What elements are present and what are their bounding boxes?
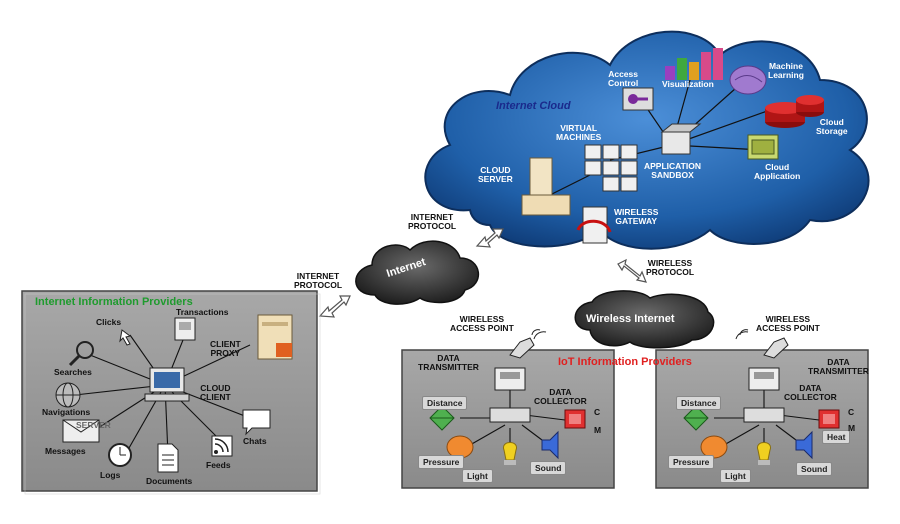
iot-right-light-label: Light (720, 469, 751, 483)
iot-right-sound-label: Sound (796, 462, 833, 476)
iot-right-data-transmitter-label: DATA TRANSMITTER (808, 357, 869, 376)
iot-right-m-label: M (848, 423, 856, 433)
documents-label: Documents (146, 476, 193, 486)
cloud-storage-label: Cloud Storage (816, 117, 848, 136)
wireless-gateway-label: WIRELESS GATEWAY (614, 207, 659, 226)
internet-protocol-left-label: INTERNET PROTOCOL (294, 271, 343, 290)
visualization-icon (665, 48, 723, 80)
cloud-storage-icon (765, 95, 824, 128)
client-proxy-icon (257, 314, 293, 360)
iot-left-m-label: M (594, 425, 602, 435)
access-control-icon (622, 87, 654, 111)
clicks-label: Clicks (96, 317, 122, 327)
searches-icon (68, 341, 94, 367)
internet-protocol-top-label: INTERNET PROTOCOL (408, 212, 457, 231)
access-control-label: Access Control (608, 69, 639, 88)
iot-left-distance-label: Distance (422, 396, 468, 410)
iot-providers-title: IoT Information Providers (558, 356, 692, 368)
application-sandbox-icon (660, 123, 702, 155)
cloud-client-label: CLOUD CLIENT (200, 383, 231, 402)
server-label: SERVER (76, 420, 111, 430)
logs-icon (108, 443, 132, 467)
cloud-server-icon (521, 157, 571, 216)
machine-learning-label: Machine Learning (768, 61, 804, 80)
iot-right-c-label: C (848, 407, 855, 417)
feeds-icon (211, 435, 233, 457)
iot-left-data-transmitter-label: DATA TRANSMITTER (418, 353, 479, 372)
virtual-machines-label: VIRTUAL MACHINES (556, 123, 602, 142)
iot-right-access-point-label: WIRELESS ACCESS POINT (756, 314, 820, 333)
visualization-label: Visualization (662, 79, 714, 89)
iot-left-light-label: Light (462, 469, 493, 483)
iot-left-access-point-label: WIRELESS ACCESS POINT (450, 314, 514, 333)
machine-learning-icon (729, 65, 767, 95)
documents-icon (157, 443, 179, 473)
feeds-label: Feeds (206, 460, 231, 470)
logs-label: Logs (100, 470, 121, 480)
searches-label: Searches (54, 367, 92, 377)
internet-providers-title: Internet Information Providers (35, 296, 193, 308)
chats-label: Chats (243, 436, 267, 446)
clicks-icon (119, 329, 132, 346)
iot-left-c-label: C (594, 407, 601, 417)
internet-cloud-title: Internet Cloud (496, 100, 571, 112)
iot-left-pressure-label: Pressure (418, 455, 465, 469)
application-sandbox-label: APPLICATION SANDBOX (644, 161, 701, 180)
wireless-protocol-label: WIRELESS PROTOCOL (646, 258, 695, 277)
wireless-internet-label: Wireless Internet (586, 313, 675, 325)
navigations-label: Navigations (42, 407, 91, 417)
iot-left-graphics (429, 329, 586, 465)
virtual-machines-icon (584, 144, 638, 192)
iot-right-data-collector-label: DATA COLLECTOR (784, 383, 837, 402)
messages-icon (62, 419, 100, 443)
cloud-application-icon (747, 134, 779, 160)
cloud-server-label: CLOUD SERVER (478, 165, 513, 184)
iot-right-graphics (683, 329, 840, 465)
cloud-application-label: Cloud Application (754, 162, 801, 181)
iot-left-data-collector-label: DATA COLLECTOR (534, 387, 587, 406)
transactions-icon (174, 317, 196, 341)
protocol-arrows (318, 228, 647, 318)
cloud-client-icon (144, 367, 190, 402)
iot-right-heat-label: Heat (822, 430, 851, 444)
messages-label: Messages (45, 446, 86, 456)
wireless-internet-cloud (574, 290, 715, 349)
chats-icon (242, 409, 271, 436)
iot-right-pressure-label: Pressure (668, 455, 715, 469)
wireless-gateway-icon (576, 206, 612, 244)
internet-cloud-small (355, 240, 480, 305)
client-proxy-label: CLIENT PROXY (210, 339, 241, 358)
iot-right-distance-label: Distance (676, 396, 722, 410)
navigations-icon (55, 382, 81, 408)
iot-left-sound-label: Sound (530, 461, 567, 475)
transactions-label: Transactions (176, 307, 229, 317)
